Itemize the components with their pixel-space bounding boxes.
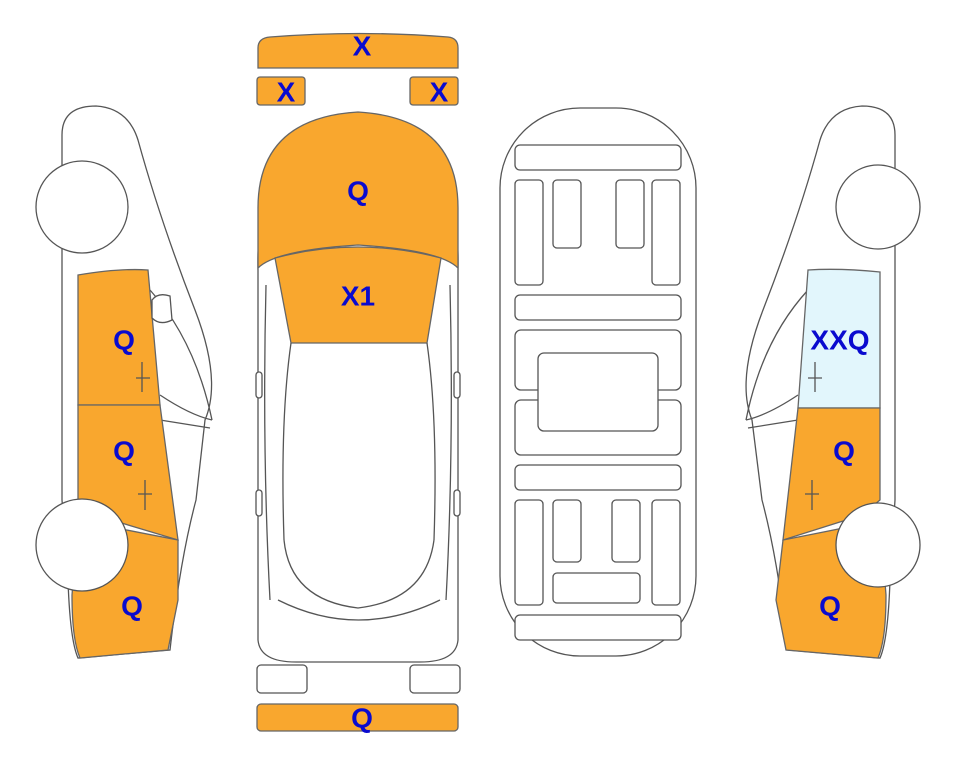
panel-hood-rear-strip[interactable]: [257, 32, 459, 69]
top-mirror-left: [255, 371, 263, 399]
top-left-pillar: [282, 342, 292, 541]
left-handle-front: [138, 480, 152, 510]
underbody-top-bar: [514, 144, 682, 171]
label-right-front-fender: Q: [819, 591, 841, 622]
right-rear-wheel-icon: [835, 164, 921, 250]
underbody-block-8: [651, 499, 681, 606]
label-right-front-door: Q: [833, 436, 855, 467]
left-window-lower: [159, 394, 213, 421]
label-hood-rear-right: X: [430, 77, 449, 108]
underbody-block-1: [514, 179, 544, 286]
panel-rear-window[interactable]: [274, 246, 442, 344]
top-right-pillar: [426, 342, 436, 541]
label-front-bumper: Q: [351, 703, 373, 734]
right-sill: [747, 419, 799, 429]
underbody-bar-3: [514, 464, 682, 491]
car-top-view: X X X Q X1 Q: [255, 31, 461, 734]
underbody-block-7: [611, 499, 641, 563]
front-block-right: [409, 664, 461, 694]
top-left-side-line: [264, 284, 271, 601]
underbody-center-box: [537, 352, 659, 432]
right-window-line: [745, 289, 809, 421]
panel-hood-rear-left[interactable]: [256, 76, 306, 106]
panel-front-bumper[interactable]: [256, 703, 459, 732]
left-handle-rear: [136, 362, 150, 392]
panel-hood-rear-right[interactable]: [409, 76, 459, 106]
car-left-side-view: Q Q Q: [35, 105, 213, 659]
panel-roof[interactable]: [257, 111, 459, 270]
underbody-block-5: [514, 499, 544, 606]
right-window-lower: [745, 394, 799, 421]
top-handle-right: [453, 489, 461, 517]
underbody-bar-2: [514, 294, 682, 321]
underbody-block-6: [552, 499, 582, 563]
left-mirror: [151, 294, 173, 324]
left-sill: [159, 419, 211, 429]
label-right-rear-window: XXQ: [810, 325, 869, 356]
front-block-left: [256, 664, 308, 694]
right-front-wheel-icon: [835, 502, 921, 588]
label-left-front-door: Q: [113, 436, 135, 467]
left-front-wheel-icon: [35, 498, 129, 592]
underbody-block-3: [615, 179, 645, 249]
label-rear-window: X1: [341, 281, 375, 312]
panel-right-front-door[interactable]: [782, 407, 881, 541]
label-roof: Q: [347, 176, 369, 207]
right-handle-front: [805, 480, 819, 510]
underbody-block-4: [651, 179, 681, 286]
top-windshield: [283, 539, 435, 609]
label-left-front-fender: Q: [121, 591, 143, 622]
top-mirror-right: [453, 371, 461, 399]
underbody-bottom-bar: [514, 614, 682, 641]
underbody-block-9: [552, 572, 641, 604]
car-right-side-view: XXQ Q Q: [745, 105, 921, 659]
car-underbody-view: [499, 107, 697, 657]
label-hood-rear-strip: X: [353, 31, 372, 62]
top-hood-line: [277, 599, 441, 621]
top-right-side-line: [445, 284, 452, 601]
underbody-block-2: [552, 179, 582, 249]
panel-left-rear-door[interactable]: [77, 268, 161, 406]
label-left-rear-door: Q: [113, 325, 135, 356]
top-handle-left: [255, 489, 263, 517]
panel-right-rear-window[interactable]: [797, 268, 881, 409]
left-rear-wheel-icon: [35, 160, 129, 254]
right-handle-rear: [808, 362, 822, 392]
label-hood-rear-left: X: [277, 77, 296, 108]
